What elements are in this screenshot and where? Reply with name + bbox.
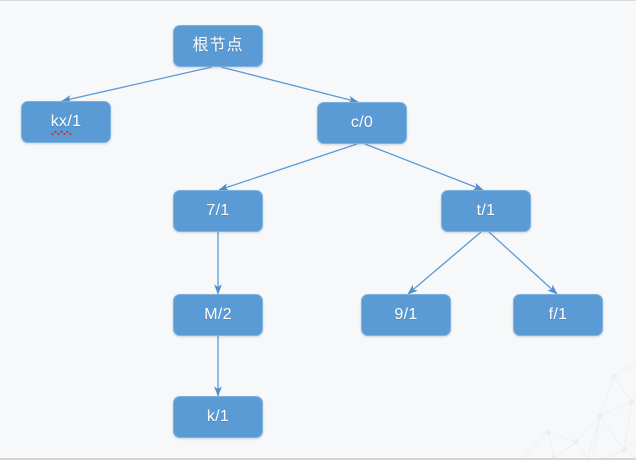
- tree-node-f[interactable]: f/1: [513, 294, 603, 336]
- tree-edge: [407, 231, 482, 295]
- tree-node-label: 根节点: [192, 37, 244, 54]
- tree-edge: [61, 66, 213, 103]
- tree-node-label: kx/1: [50, 114, 82, 135]
- tree-edge: [488, 231, 558, 295]
- tree-node-m[interactable]: M/2: [173, 294, 263, 336]
- tree-edge: [220, 66, 359, 104]
- tree-node-label: k/1: [206, 408, 230, 425]
- tree-node-label: 9/1: [394, 306, 418, 323]
- tree-node-kx[interactable]: kx/1: [21, 101, 111, 143]
- tree-edge: [218, 143, 358, 191]
- tree-node-label: M/2: [204, 306, 232, 323]
- tree-node-t[interactable]: t/1: [441, 190, 531, 232]
- tree-node-label: c/0: [350, 114, 374, 131]
- tree-node-k[interactable]: k/1: [173, 396, 263, 438]
- tree-node-seven[interactable]: 7/1: [173, 190, 263, 232]
- tree-node-c[interactable]: c/0: [317, 102, 407, 144]
- tree-node-nine[interactable]: 9/1: [361, 294, 451, 336]
- tree-node-label: t/1: [476, 202, 496, 219]
- tree-node-root[interactable]: 根节点: [173, 25, 263, 67]
- tree-node-label: 7/1: [206, 202, 230, 219]
- tree-edge: [364, 143, 484, 191]
- spellcheck-underline: [50, 131, 72, 135]
- tree-node-label: f/1: [548, 306, 568, 323]
- network-watermark-icon: [519, 363, 636, 460]
